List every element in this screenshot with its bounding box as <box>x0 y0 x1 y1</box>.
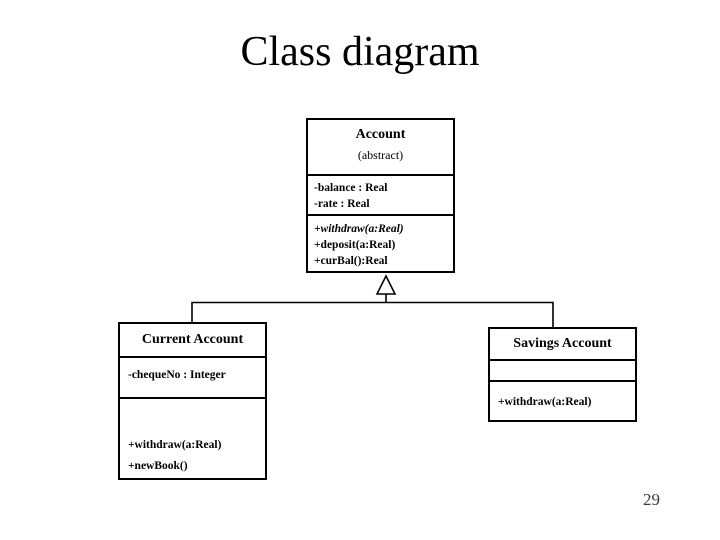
operation: +curBal():Real <box>314 255 388 267</box>
operation: +withdraw(a:Real) <box>498 396 592 408</box>
class-operations-compartment: +withdraw(a:Real) +deposit(a:Real) +curB… <box>308 214 453 271</box>
class-name: Account <box>355 127 406 142</box>
class-box-savings-account: Savings Account +withdraw(a:Real) <box>488 327 637 422</box>
operation: +withdraw(a:Real) <box>314 223 404 235</box>
class-title-compartment: Current Account <box>120 324 265 356</box>
attribute: -chequeNo : Integer <box>128 369 226 381</box>
operation: +deposit(a:Real) <box>314 239 396 251</box>
attribute: -rate : Real <box>314 198 370 210</box>
operation: +newBook() <box>128 460 188 472</box>
page-number: 29 <box>643 490 660 509</box>
class-operations-compartment: +withdraw(a:Real) +newBook() <box>120 397 265 478</box>
generalization-triangle-icon <box>375 274 397 295</box>
class-box-account: Account (abstract) -balance : Real -rate… <box>306 118 455 273</box>
slide-title: Class diagram <box>240 29 480 75</box>
class-attributes-compartment <box>490 359 635 380</box>
operation: +withdraw(a:Real) <box>128 439 222 451</box>
class-stereotype: (abstract) <box>357 148 404 162</box>
class-attributes-compartment: -balance : Real -rate : Real <box>308 174 453 214</box>
class-box-current-account: Current Account -chequeNo : Integer +wit… <box>118 322 267 480</box>
class-name: Current Account <box>141 332 244 347</box>
class-operations-compartment: +withdraw(a:Real) <box>490 380 635 420</box>
class-title-compartment: Savings Account <box>490 329 635 359</box>
class-title-compartment: Account (abstract) <box>308 120 453 174</box>
class-attributes-compartment: -chequeNo : Integer <box>120 356 265 397</box>
class-name: Savings Account <box>513 336 612 351</box>
attribute: -balance : Real <box>314 182 388 194</box>
